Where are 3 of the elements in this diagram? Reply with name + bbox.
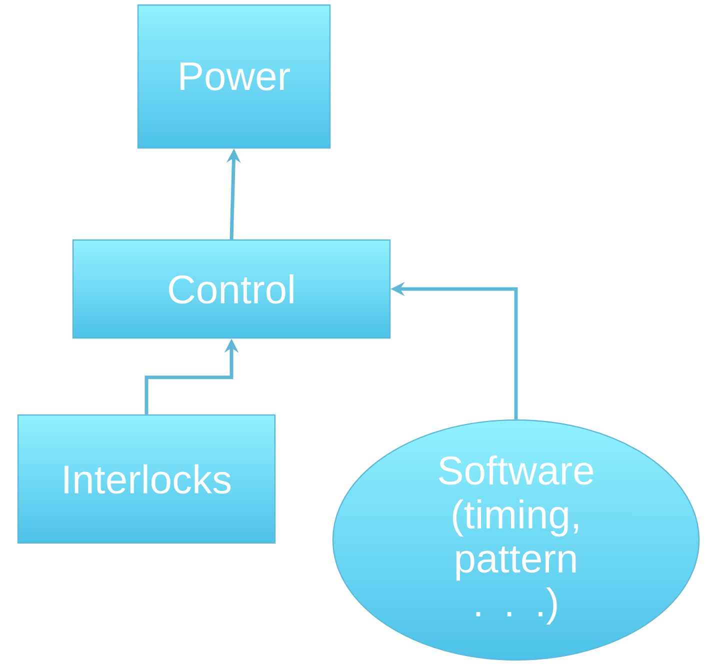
process-box: Power <box>137 4 331 149</box>
process-box: Interlocks <box>17 414 276 544</box>
process-box: Control <box>72 239 391 339</box>
